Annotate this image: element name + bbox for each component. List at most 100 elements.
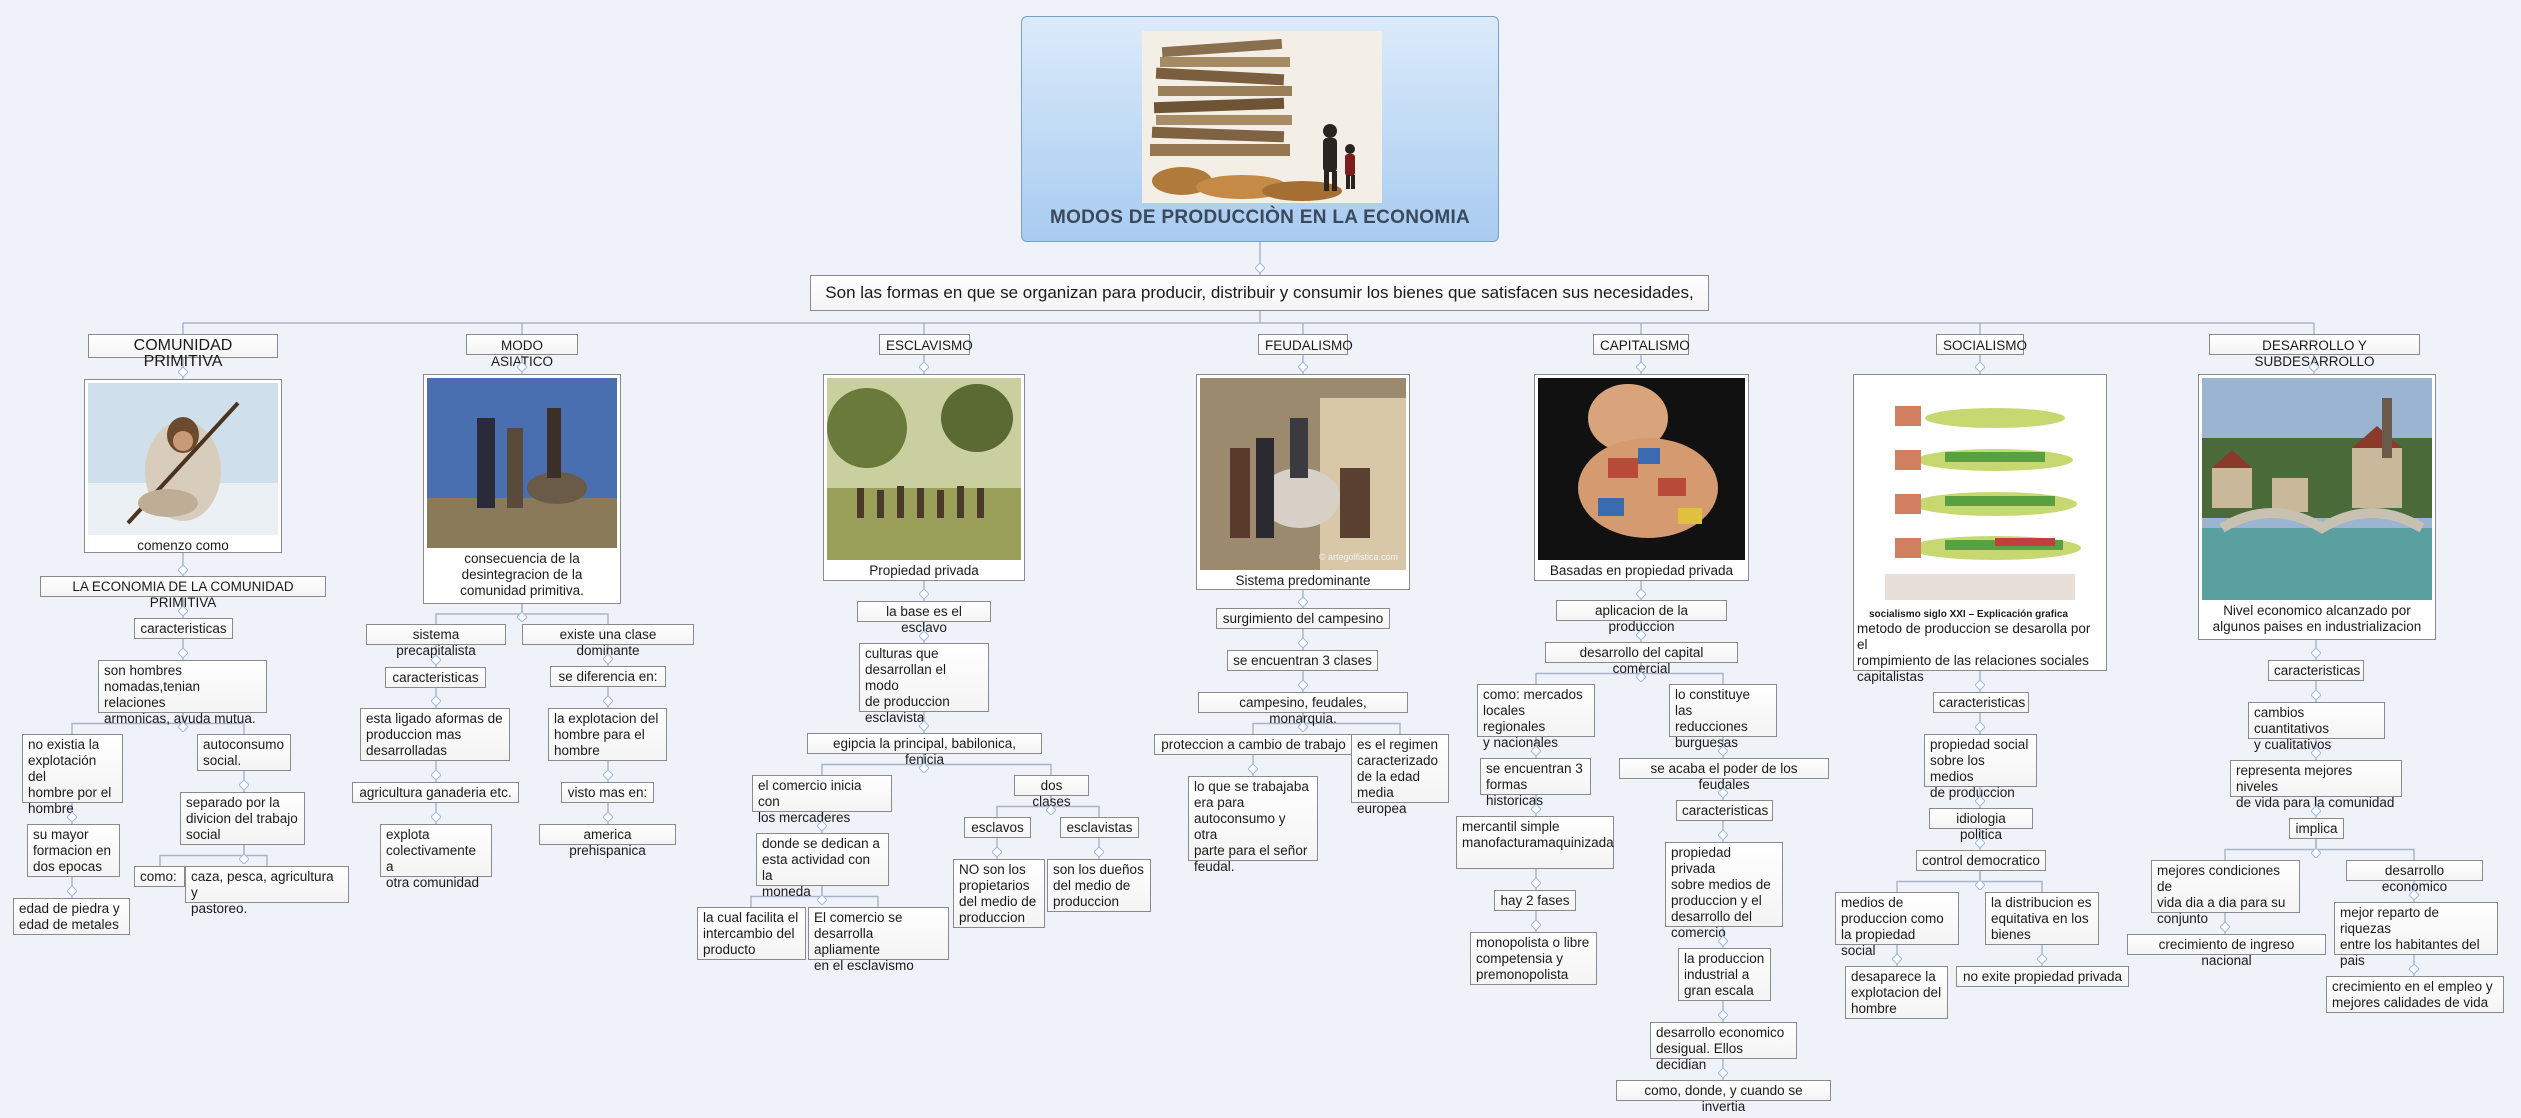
root-node[interactable]: MODOS DE PRODUCCIÒN EN LA ECONOMIA	[1021, 16, 1499, 242]
primitiva-node-1[interactable]: LA ECONOMIA DE LA COMUNIDAD PRIMITIVA	[40, 576, 326, 610]
junction-marker	[1531, 746, 1541, 756]
capitalismo-node-12[interactable]: la produccion industrial a gran escala	[1678, 948, 1771, 1001]
asiatico-node-9[interactable]: visto mas en:	[561, 782, 654, 803]
esclavismo-image-node[interactable]: Propiedad privada	[823, 374, 1025, 581]
capitalismo-image-node[interactable]: Basadas en propiedad privada	[1534, 374, 1749, 581]
capitalismo-node-11[interactable]: propiedad privada sobre medios de produc…	[1665, 842, 1783, 940]
topic-socialismo[interactable]: SOCIALISMO	[1936, 334, 2027, 355]
primitiva-node-7[interactable]: autoconsumo social.	[197, 734, 291, 771]
feudalismo-node-6[interactable]: es el regimen caracterizado de la edad m…	[1351, 734, 1449, 816]
asiatico-node-2[interactable]: caracteristicas	[385, 667, 486, 688]
topic-esclavismo[interactable]: ESCLAVISMO	[879, 334, 973, 355]
topic-comunidad-primitiva[interactable]: COMUNIDAD PRIMITIVA	[88, 334, 278, 370]
desarrollo-node-3[interactable]: representa mejores niveles de vida para …	[2230, 760, 2402, 810]
capitalismo-node-2[interactable]: desarrollo del capital comercial	[1545, 642, 1738, 676]
feudalismo-node-3[interactable]: campesino, feudales, monarquia.	[1198, 692, 1408, 726]
primitiva-node-3[interactable]: son hombres nomadas,tenian relaciones ar…	[98, 660, 267, 726]
capitalismo-node-3[interactable]: como: mercados locales regionales y naci…	[1477, 684, 1595, 750]
socialismo-node-1[interactable]: caracteristicas	[1933, 692, 2029, 713]
feudalismo-image-node[interactable]: © artegolfistica.com Sistema predominant…	[1196, 374, 1410, 590]
primitiva-node-2[interactable]: caracteristicas	[134, 618, 233, 639]
socialismo-node-3[interactable]: idiologia politica	[1929, 808, 2033, 842]
feudal-painting-image	[1200, 378, 1406, 570]
asiatico-node-7[interactable]: se diferencia en:	[550, 666, 666, 687]
desarrollo-node-7[interactable]: desarrollo economico	[2346, 860, 2483, 894]
desarrollo-node-1[interactable]: caracteristicas	[2268, 660, 2364, 681]
feudalismo-node-1[interactable]: surgimiento del campesino	[1216, 608, 1390, 629]
junction-marker	[603, 654, 613, 664]
socialismo-node-6[interactable]: desaparece la explotacion del hombre	[1845, 966, 1948, 1019]
asiatico-node-6[interactable]: existe una clase dominante	[522, 624, 694, 658]
junction-marker	[919, 631, 929, 641]
desarrollo-node-9[interactable]: crecimiento en el empleo y mejores calid…	[2326, 976, 2504, 1013]
esclavismo-node-3[interactable]: egipcia la principal, babilonica, fenici…	[807, 733, 1042, 767]
socialismo-node-4[interactable]: control democratico	[1916, 850, 2046, 871]
esclavismo-node-4[interactable]: el comercio inicia con los mercaderes	[752, 775, 892, 825]
junction-marker	[2309, 362, 2319, 372]
junction-marker	[603, 770, 613, 780]
desarrollo-node-6[interactable]: crecimiento de ingreso nacional	[2127, 934, 2326, 968]
desarrollo-image-node[interactable]: Nivel economico alcanzado por algunos pa…	[2198, 374, 2436, 640]
esclavismo-node-8[interactable]: dos clases	[1014, 775, 1089, 809]
esclavismo-node-10[interactable]: NO son los propietarios del medio de pro…	[953, 859, 1045, 928]
asiatico-node-8[interactable]: la explotacion del hombre para el hombre	[548, 708, 667, 761]
junction-marker	[1718, 788, 1728, 798]
esclavismo-node-9[interactable]: esclavos	[964, 817, 1031, 838]
desarrollo-node-8[interactable]: mejor reparto de riquezas entre los habi…	[2334, 902, 2498, 968]
socialismo-node-5[interactable]: medios de produccion como la propiedad s…	[1835, 892, 1959, 958]
asiatico-node-1[interactable]: sistema precapitalista	[366, 624, 506, 658]
asiatico-node-4[interactable]: agricultura ganaderia etc.	[352, 782, 519, 803]
asiatico-node-5[interactable]: explota colectivamente a otra comunidad	[380, 824, 492, 890]
feudalismo-node-5[interactable]: lo que se trabajaba era para autoconsumo…	[1188, 776, 1318, 874]
primitiva-node-5[interactable]: su mayor formacion en dos epocas	[27, 824, 120, 877]
asiatico-image-node[interactable]: consecuencia de la desintegracion de la …	[423, 374, 621, 604]
feudalismo-node-4[interactable]: proteccion a cambio de trabajo	[1154, 734, 1353, 755]
capitalismo-node-9[interactable]: se acaba el poder de los feudales	[1619, 758, 1829, 792]
capitalismo-node-10[interactable]: caracteristicas	[1676, 800, 1773, 821]
primitiva-node-10[interactable]: caza, pesca, agricultura y pastoreo.	[185, 866, 349, 916]
desarrollo-node-2[interactable]: cambios cuantitativos y cualitativos	[2248, 702, 2385, 752]
esclavismo-node-12[interactable]: son los dueños del medio de produccion	[1047, 859, 1151, 912]
socialismo-node-7[interactable]: la distribucion es equitativa en los bie…	[1985, 892, 2099, 945]
asiatico-node-10[interactable]: america prehispanica	[539, 824, 676, 858]
esclavismo-node-7[interactable]: El comercio se desarrolla apliamente en …	[808, 907, 949, 973]
junction-marker	[2409, 890, 2419, 900]
junction-marker	[1298, 638, 1308, 648]
socialismo-node-2[interactable]: propiedad social sobre los medios de pro…	[1924, 734, 2037, 800]
primitiva-caption: comenzo como	[137, 538, 229, 553]
topic-desarrollo-subdesarrollo[interactable]: DESARROLLO Y SUBDESARROLLO	[2209, 334, 2420, 369]
desarrollo-node-5[interactable]: mejores condiciones de vida dia a dia pa…	[2151, 860, 2300, 926]
junction-marker	[178, 367, 188, 377]
primitiva-node-6[interactable]: edad de piedra y edad de metales	[13, 898, 130, 935]
feudalismo-node-2[interactable]: se encuentran 3 clases	[1227, 650, 1378, 671]
primitiva-image-node[interactable]: comenzo como	[84, 379, 282, 553]
socialismo-node-8[interactable]: no exite propiedad privada	[1956, 966, 2129, 987]
esclavismo-node-1[interactable]: la base es el esclavo	[857, 601, 991, 635]
esclavismo-node-2[interactable]: culturas que desarrollan el modo de prod…	[859, 643, 989, 725]
topic-feudalismo[interactable]: FEUDALISMO	[1258, 334, 1353, 355]
capitalismo-node-14[interactable]: como, donde, y cuando se invertia	[1616, 1080, 1831, 1114]
junction-marker	[239, 854, 249, 864]
desarrollo-node-4[interactable]: implica	[2289, 818, 2344, 839]
capitalismo-node-1[interactable]: aplicacion de la produccion	[1556, 600, 1727, 634]
capitalismo-node-6[interactable]: hay 2 fases	[1494, 890, 1576, 911]
junction-marker	[1298, 722, 1308, 732]
primitiva-node-8[interactable]: separado por la divicion del trabajo soc…	[180, 792, 305, 845]
capitalismo-node-5[interactable]: mercantil simple manofacturamaquinizada	[1456, 816, 1614, 869]
topic-modo-asiatico[interactable]: MODO ASIATICO	[466, 334, 578, 369]
coins-stack-image	[1142, 31, 1382, 203]
esclavismo-node-11[interactable]: esclavistas	[1060, 817, 1139, 838]
topic-capitalismo[interactable]: CAPITALISMO	[1593, 334, 1690, 355]
asiatico-node-3[interactable]: esta ligado aformas de produccion mas de…	[360, 708, 510, 761]
capitalismo-caption: Basadas en propiedad privada	[1549, 563, 1734, 578]
primitiva-node-9[interactable]: como:	[134, 866, 185, 887]
capitalismo-node-8[interactable]: lo constituye las reducciones burguesas	[1669, 684, 1777, 750]
socialismo-image-node[interactable]: socialismo siglo XXI – Explicación grafi…	[1853, 374, 2107, 684]
capitalismo-node-7[interactable]: monopolista o libre competensia y premon…	[1470, 932, 1597, 985]
esclavismo-node-5[interactable]: donde se dedican a esta actividad con la…	[756, 833, 889, 899]
esclavismo-node-6[interactable]: la cual facilita el intercambio del prod…	[697, 907, 806, 960]
primitiva-node-4[interactable]: no existia la explotación del hombre por…	[22, 734, 123, 816]
definition-node[interactable]: Son las formas en que se organizan para …	[810, 275, 1709, 311]
capitalismo-node-4[interactable]: se encuentran 3 formas historicas	[1480, 758, 1591, 808]
capitalismo-node-13[interactable]: desarrollo economico desigual. Ellos dec…	[1650, 1022, 1797, 1072]
